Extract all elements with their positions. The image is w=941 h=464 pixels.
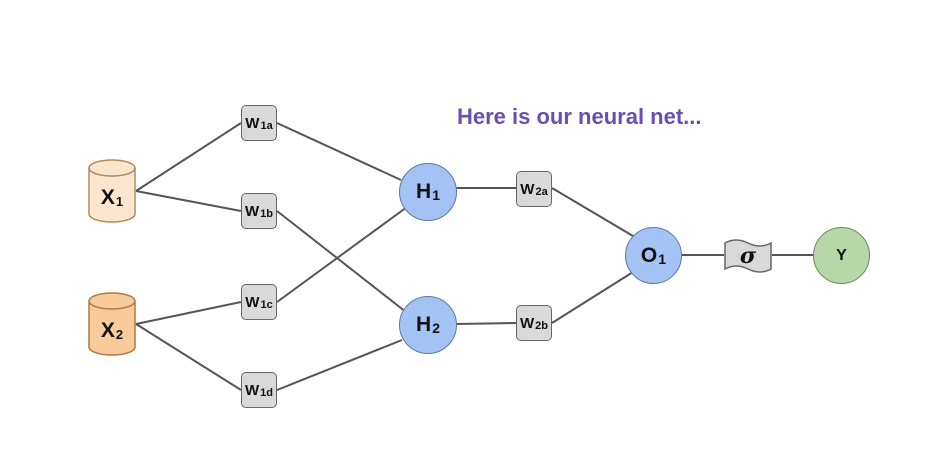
edge-x2-w1c — [135, 301, 242, 325]
edge-w2b-o1 — [551, 271, 634, 324]
sigmoid-activation: σ — [724, 238, 772, 274]
diagram-caption: Here is our neural net... — [457, 104, 702, 129]
database-cylinder-icon — [88, 292, 136, 356]
input-x2-node: X2 — [88, 292, 136, 356]
wave-tape-icon — [724, 239, 772, 273]
edge-w1d-h2 — [276, 339, 403, 391]
edge-h2-w2b — [455, 322, 517, 325]
edge-w1a-h1 — [276, 122, 402, 181]
edge-x1-w1a — [135, 122, 242, 192]
edge-x1-w1b — [135, 190, 242, 212]
input-x2-label: X2 — [100, 319, 124, 342]
edge-w1c-h1 — [276, 206, 408, 303]
sigma-symbol: σ — [739, 243, 757, 269]
edge-x2-w1d — [135, 323, 242, 391]
input-x1-label: X1 — [100, 186, 124, 209]
input-x1-node: X1 — [88, 159, 136, 223]
database-cylinder-icon — [88, 159, 136, 223]
edge-w2a-o1 — [551, 187, 634, 237]
edge-w1b-h2 — [276, 210, 407, 313]
final-output-y: Y — [813, 227, 870, 284]
